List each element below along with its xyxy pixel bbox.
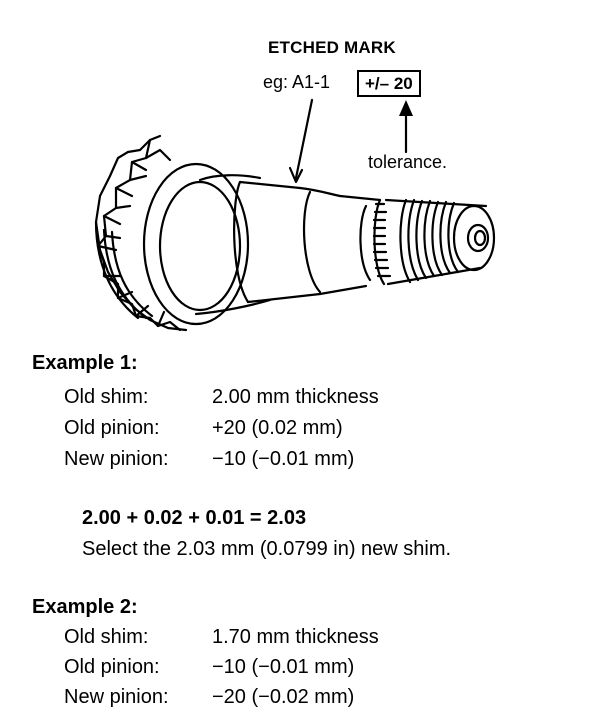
tolerance-value-box: +/– 20 — [357, 70, 421, 97]
example-2-row-old-shim: Old shim: 1.70 mm thickness — [64, 626, 379, 649]
row-value: +20 (0.02 mm) — [212, 417, 343, 439]
row-value: −10 (−0.01 mm) — [212, 448, 355, 470]
etched-mark-example: eg: A1-1 — [263, 72, 331, 92]
example-2-row-new-pinion: New pinion: −20 (−0.02 mm) — [64, 686, 354, 709]
etched-mark-pointer-arrow — [288, 98, 314, 184]
example-1-row-old-pinion: Old pinion: +20 (0.02 mm) — [64, 417, 343, 440]
row-value: −10 (−0.01 mm) — [212, 656, 355, 678]
example-1-row-new-pinion: New pinion: −10 (−0.01 mm) — [64, 448, 354, 471]
example-1-row-old-shim: Old shim: 2.00 mm thickness — [64, 386, 379, 409]
tolerance-label: tolerance. — [368, 152, 448, 172]
tolerance-arrowhead — [399, 100, 413, 116]
example-1-selection: Select the 2.03 mm (0.0799 in) new shim. — [82, 538, 452, 560]
pinion-gear-illustration — [94, 98, 496, 332]
row-label: Old shim: — [64, 626, 149, 648]
example-1-title: Example 1: — [32, 352, 138, 374]
example-2-row-old-pinion: Old pinion: −10 (−0.01 mm) — [64, 656, 354, 679]
example-2-title: Example 2: — [32, 596, 138, 618]
gear-teeth — [94, 134, 250, 332]
row-label: New pinion: — [64, 448, 169, 470]
row-value: −20 (−0.02 mm) — [212, 686, 355, 708]
row-label: Old pinion: — [64, 417, 160, 439]
row-label: New pinion: — [64, 686, 169, 708]
row-label: Old shim: — [64, 386, 149, 408]
pinion-shaft — [194, 174, 496, 316]
row-label: Old pinion: — [64, 656, 160, 678]
row-value: 2.00 mm thickness — [212, 386, 379, 408]
example-1-calculation: 2.00 + 0.02 + 0.01 = 2.03 — [82, 507, 307, 529]
row-value: 1.70 mm thickness — [212, 626, 379, 648]
etched-mark-title: ETCHED MARK — [268, 38, 396, 57]
